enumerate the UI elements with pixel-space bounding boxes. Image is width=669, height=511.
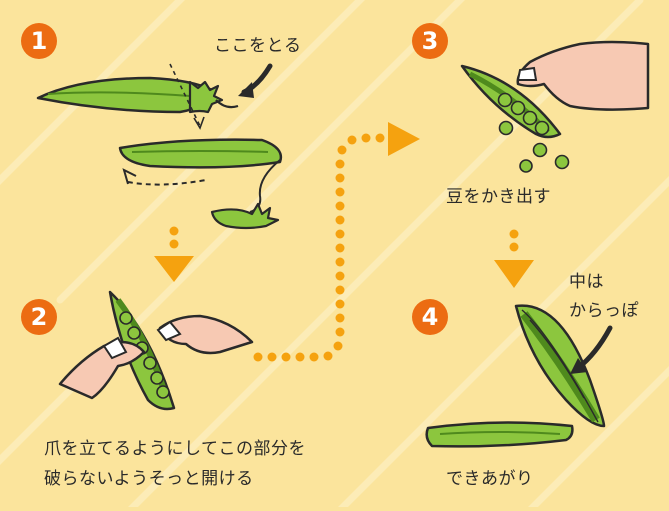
step1-callout-label: ここをとる xyxy=(214,36,302,56)
step3-hand-icon xyxy=(516,40,650,111)
stem-tip-icon xyxy=(210,202,280,230)
step-number-badge: 4 xyxy=(412,299,448,335)
step4-empty-pod xyxy=(514,304,606,428)
step3-instruction: 豆をかき出す xyxy=(446,187,551,207)
callout-arrowhead-icon xyxy=(570,358,588,374)
step4-callout-line2: からっぽ xyxy=(569,301,639,321)
step-number-badge: 1 xyxy=(21,23,57,59)
step4-result-label: できあがり xyxy=(446,469,534,489)
hand-icon xyxy=(58,314,254,400)
step2-instruction-line1: 爪を立てるようにしてこの部分を xyxy=(44,439,306,459)
arrow-down-icon xyxy=(154,226,194,282)
step-number-badge: 3 xyxy=(412,23,448,59)
step-number-badge: 2 xyxy=(21,299,57,335)
step4-flat-pod xyxy=(425,421,574,448)
step3-pod xyxy=(460,64,562,139)
arrow-right-icon xyxy=(253,122,420,362)
callout-arrow-icon xyxy=(575,325,613,371)
peas-icon xyxy=(498,120,570,173)
step4-callout-line1: 中は xyxy=(569,272,604,292)
step1-pod-top xyxy=(36,63,239,130)
arrow-down-icon xyxy=(494,229,534,288)
step2-instruction-line2: 破らないようそっと開ける xyxy=(44,469,254,489)
callout-arrowhead-icon xyxy=(238,82,254,98)
